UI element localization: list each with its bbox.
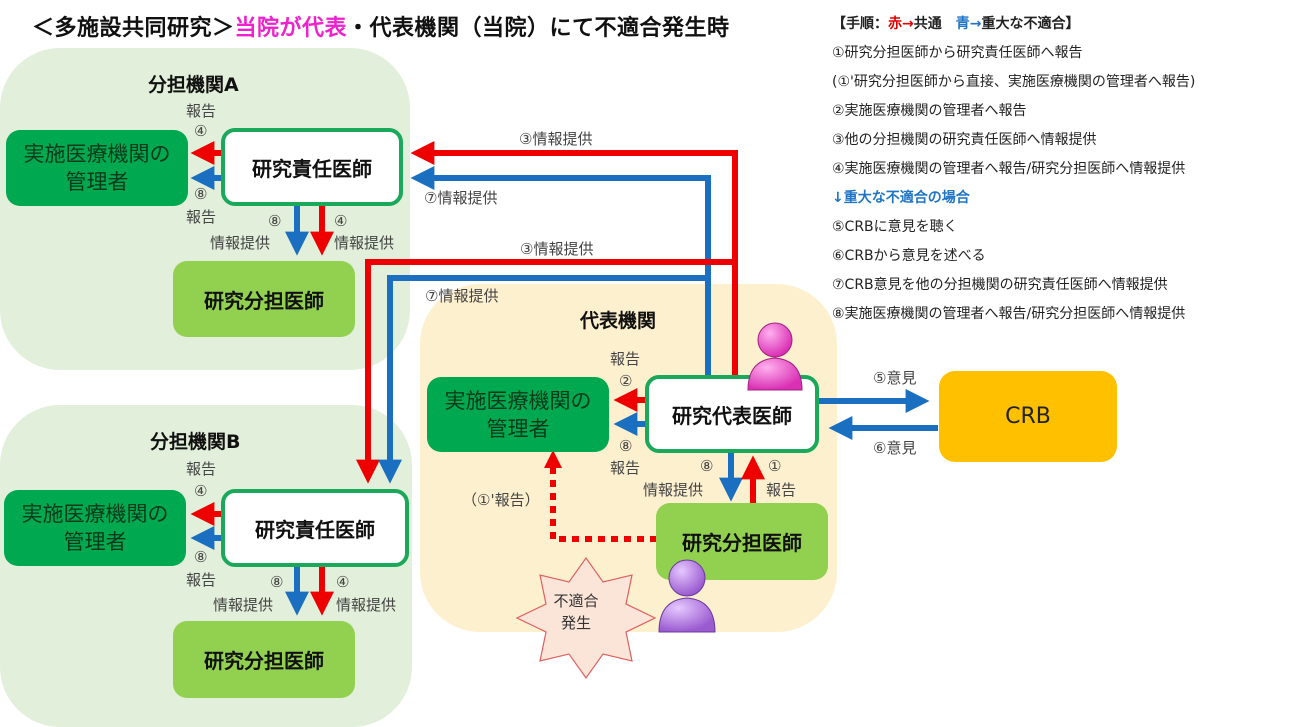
legend-serious-step: ⑦CRB意見を他の分担機関の研究責任医師へ情報提供: [832, 277, 1168, 293]
lead-step8-down: ⑧: [700, 457, 714, 475]
lead-report-top: 報告: [610, 350, 641, 368]
legend-header-open: 【手順：: [832, 16, 888, 32]
legend-blue-meaning: 重大な不適合】: [981, 16, 1080, 32]
partner-b-step4-down: ④: [336, 573, 350, 591]
legend-header: 【手順：赤→共通 青→重大な不適合】: [832, 10, 1195, 39]
partner-a-manager-label: 実施医療機関の管理者: [23, 142, 171, 194]
partner-a-step8-left: ⑧: [194, 185, 208, 203]
lead-report-1: 報告: [766, 481, 797, 499]
incident-burst: [515, 556, 657, 680]
lead-manager-label: 実施医療機関の管理者: [444, 388, 592, 441]
arrow-1prime-head: [544, 450, 562, 468]
flow-5-label: ⑤意見: [873, 369, 917, 387]
flow-3-to-a-label: ③情報提供: [519, 130, 593, 148]
partner-a-title: 分担機関A: [148, 74, 239, 96]
partner-b-info-8: 情報提供: [213, 596, 274, 614]
legend-step: ①研究分担医師から研究責任医師へ報告: [832, 45, 1083, 61]
lead-report-bottom: 報告: [610, 459, 641, 477]
arrow-3-to-partner-a: [410, 141, 738, 376]
title-prefix: ＜多施設共同研究＞: [32, 16, 235, 41]
arrow-3-to-partner-b: [356, 259, 735, 484]
legend-serious-header: ↓重大な不適合の場合: [832, 190, 970, 206]
lead-principal-label: 研究代表医師: [672, 403, 792, 428]
arrow-7-to-partner-a: [410, 166, 711, 376]
partner-a-info-4: 情報提供: [334, 234, 395, 252]
legend-red-label: 赤→: [888, 16, 914, 32]
lead-info-8: 情報提供: [643, 481, 704, 499]
partner-a-report-top: 報告: [186, 102, 217, 120]
flow-7-to-b-label: ⑦情報提供: [425, 287, 499, 305]
title-highlight: 当院が代表: [234, 16, 348, 41]
principal-investigator-person-icon: [747, 322, 803, 391]
partner-b-manager-box: 実施医療機関の管理者: [4, 490, 186, 566]
partner-a-step4-down: ④: [334, 212, 348, 230]
partner-b-info-4: 情報提供: [336, 596, 397, 614]
flow-6-label: ⑥意見: [873, 439, 917, 457]
legend-step: (①'研究分担医師から直接、実施医療機関の管理者へ報告): [832, 74, 1196, 90]
partner-a-lead-label: 研究責任医師: [252, 156, 372, 181]
partner-a-sub-box: 研究分担医師: [173, 261, 355, 337]
partner-b-lead-box: 研究責任医師: [221, 489, 409, 567]
legend-step: ④実施医療機関の管理者へ報告/研究分担医師へ情報提供: [832, 161, 1186, 177]
partner-b-lead-label: 研究責任医師: [255, 517, 375, 542]
arrow-7-to-partner-b: [378, 275, 708, 484]
partner-b-step4-left: ④: [194, 482, 208, 500]
page-title: ＜多施設共同研究＞当院が代表・代表機関（当院）にて不適合発生時: [32, 10, 730, 42]
legend-serious-step: ⑧実施医療機関の管理者へ報告/研究分担医師へ情報提供: [832, 306, 1186, 322]
crb-box: CRB: [939, 371, 1117, 462]
lead-principal-box: 研究代表医師: [645, 375, 819, 453]
procedure-legend: 【手順：赤→共通 青→重大な不適合】 ①研究分担医師から研究責任医師へ報告 (①…: [832, 10, 1195, 329]
legend-serious-step: ⑥CRBから意見を述べる: [832, 248, 986, 264]
partner-b-step8-left: ⑧: [194, 548, 208, 566]
sub-investigator-person-icon: [658, 559, 716, 633]
partner-b-sub-box: 研究分担医師: [173, 621, 355, 698]
crb-label: CRB: [1005, 404, 1051, 429]
lead-institution-title: 代表機関: [580, 310, 657, 332]
lead-step2: ②: [619, 372, 633, 390]
partner-b-manager-label: 実施医療機関の管理者: [21, 502, 169, 554]
lead-step8-left: ⑧: [619, 437, 633, 455]
legend-red-meaning: 共通: [913, 16, 956, 32]
partner-a-sub-label: 研究分担医師: [204, 288, 324, 313]
partner-b-step8-down: ⑧: [270, 573, 284, 591]
legend-blue-label: 青→: [955, 16, 982, 32]
partner-a-manager-box: 実施医療機関の管理者: [6, 130, 188, 206]
legend-serious-step: ⑤CRBに意見を聴く: [832, 219, 958, 235]
flow-7-to-a-label: ⑦情報提供: [424, 189, 498, 207]
partner-a-report-bottom: 報告: [186, 208, 217, 226]
partner-b-report-bottom: 報告: [186, 571, 217, 589]
partner-a-lead-box: 研究責任医師: [221, 128, 403, 206]
partner-b-title: 分担機関B: [150, 431, 241, 453]
lead-sub-label: 研究分担医師: [682, 531, 802, 555]
flow-3-to-b-label: ③情報提供: [520, 240, 594, 258]
partner-a-step8-down: ⑧: [268, 212, 282, 230]
lead-step1-up: ①: [768, 457, 782, 475]
partner-a-step4-left: ④: [194, 122, 208, 140]
partner-b-sub-label: 研究分担医師: [204, 649, 324, 673]
partner-a-info-8: 情報提供: [210, 234, 271, 252]
lead-sub-box: 研究分担医師: [656, 503, 828, 580]
arrow-1prime-direct: [550, 466, 657, 542]
title-suffix: ・代表機関（当院）にて不適合発生時: [347, 16, 730, 41]
legend-step: ③他の分担機関の研究責任医師へ情報提供: [832, 132, 1097, 148]
legend-step: ②実施医療機関の管理者へ報告: [832, 103, 1027, 119]
partner-b-report-top: 報告: [186, 460, 217, 478]
incident-label: 不適合発生: [553, 592, 599, 632]
lead-direct-report-label: （①'報告）: [462, 491, 540, 509]
lead-manager-box: 実施医療機関の管理者: [427, 377, 609, 452]
